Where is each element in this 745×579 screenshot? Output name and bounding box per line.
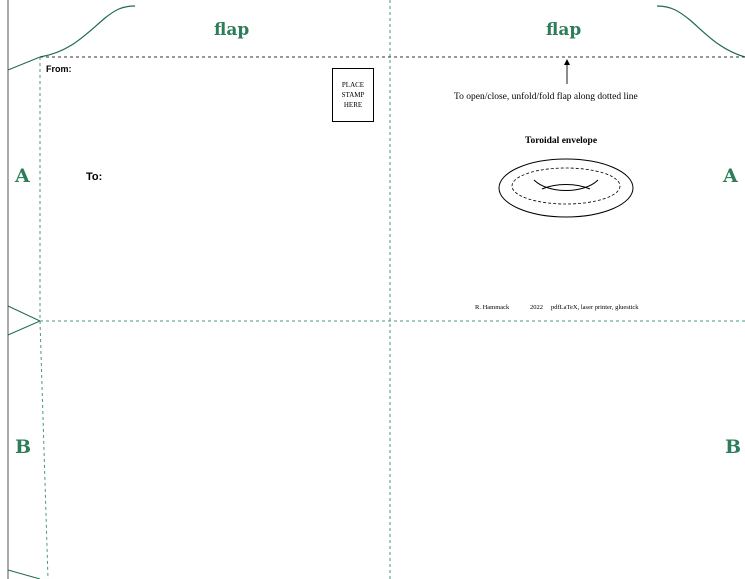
left-flap-curve (39, 5, 136, 58)
credit-year: 2022 (530, 304, 543, 311)
credit-tools: pdfLaTeX, laser printer, gluestick (551, 304, 639, 311)
fold-instructions: To open/close, unfold/fold flap along do… (454, 92, 638, 102)
torus-hole-upper (533, 179, 599, 191)
fold-arrow-head (564, 59, 570, 65)
stamp-line-3: HERE (343, 101, 363, 109)
side-label-b-right: B (725, 436, 742, 458)
bottom-tab-edge (7, 569, 41, 579)
side-label-a-right: A (723, 165, 738, 187)
right-flap-label: flap (546, 20, 582, 40)
torus-drawing (498, 158, 634, 218)
torus-outer (498, 158, 634, 218)
left-flap-label: flap (214, 20, 250, 40)
stamp-line-1: PLACE (341, 81, 365, 89)
left-tab-top-edge (7, 56, 41, 71)
credit-author: R. Hammack (475, 304, 510, 311)
left-lower-fold (39, 320, 49, 579)
side-label-a-left: A (15, 165, 30, 187)
from-label: From: (46, 64, 72, 74)
stamp-box: PLACE STAMP HERE (332, 68, 374, 122)
to-label: To: (86, 171, 103, 183)
right-flap-curve (656, 5, 745, 58)
torus-dashed-inner (511, 167, 621, 205)
side-label-b-left: B (15, 436, 32, 458)
envelope-title: Toroidal envelope (525, 136, 598, 146)
torus-hole-lower (541, 184, 591, 190)
stamp-line-2: STAMP (341, 91, 365, 99)
middle-tab-triangle (7, 305, 42, 336)
